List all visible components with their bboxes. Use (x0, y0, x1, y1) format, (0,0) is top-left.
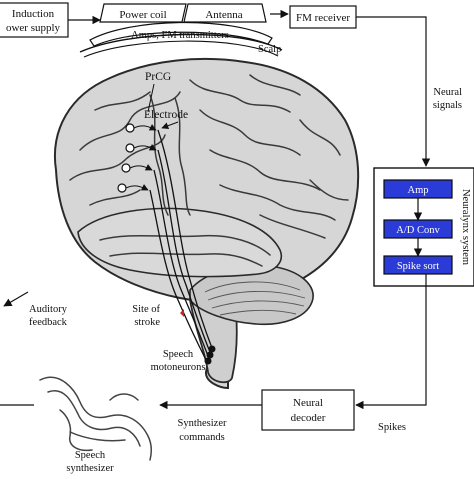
stroke-site-mark (180, 309, 184, 317)
implant-package: Power coil Antenna Amps, FM transmitters (79, 3, 283, 58)
fm-receiver-label: FM receiver (296, 12, 350, 24)
synth-commands-label-2: commands (179, 432, 225, 443)
temporal-lobe (77, 207, 282, 278)
scalp-line-inner (83, 40, 279, 58)
auditory-feedback-label-2: feedback (29, 317, 68, 328)
vocal-tract-illustration (39, 376, 153, 461)
antenna-box (183, 3, 267, 23)
site-of-stroke-label-1: Site of (132, 304, 160, 315)
fm-receiver: FM receiver (289, 5, 357, 29)
neural-decoder: Neural decoder (261, 389, 355, 431)
electrode (125, 143, 157, 153)
electrode-label: Electrode (144, 109, 188, 121)
spike-sort-box (383, 255, 453, 275)
prcg-leader (147, 83, 155, 113)
neural-decoder-label-2: decoder (291, 412, 326, 424)
electrode (121, 163, 153, 173)
electrode-leader (161, 121, 179, 130)
neural-signals-label-2: signals (433, 100, 462, 111)
prcg-label: PrCG (145, 71, 171, 83)
speech-motoneurons-label-1: Speech (163, 349, 194, 360)
auditory-feedback-arrow (3, 291, 29, 307)
adc-label: A/D Conv (396, 225, 440, 236)
spikes-label: Spikes (378, 422, 406, 433)
spike-sort-label: Spike sort (397, 261, 439, 272)
neural-decoder-label-1: Neural (293, 397, 323, 409)
cerebellum-folia (204, 281, 306, 316)
antenna-label: Antenna (205, 9, 242, 21)
neuralynx-system: Neuralynx system Amp A/D Conv Spike sort (373, 167, 474, 287)
motor-pathways (149, 129, 213, 361)
neural-signals-line (356, 16, 431, 167)
synth-commands-label-1: Synthesizer (178, 418, 227, 429)
electrode (125, 123, 157, 133)
induction-label-1: Induction (12, 8, 55, 20)
power-coil-label: Power coil (119, 9, 166, 21)
induction-label-2: ower supply (6, 22, 61, 34)
speech-motoneurons-label-2: motoneurons (151, 362, 206, 373)
scalp-label: Scalp (258, 44, 281, 55)
spikes-line (355, 274, 427, 410)
induction-power-supply: Induction ower supply (0, 2, 69, 38)
neuralynx-label: Neuralynx system (460, 189, 471, 265)
motoneuron-dots (204, 345, 216, 365)
speech-synth-label-2: synthesizer (66, 463, 114, 474)
brain-illustration (54, 58, 360, 390)
neural-signals-label-1: Neural (433, 87, 462, 98)
amp-label: Amp (408, 185, 429, 196)
gyri (69, 74, 349, 267)
site-of-stroke-label-2: stroke (134, 317, 160, 328)
scalp-line (79, 33, 283, 53)
speech-synth-label-1: Speech (75, 450, 106, 461)
electrode (117, 183, 149, 193)
electrode-array (117, 123, 157, 193)
auditory-feedback-label-1: Auditory (29, 304, 68, 315)
amps-fm-label: Amps, FM transmitters (131, 30, 229, 41)
